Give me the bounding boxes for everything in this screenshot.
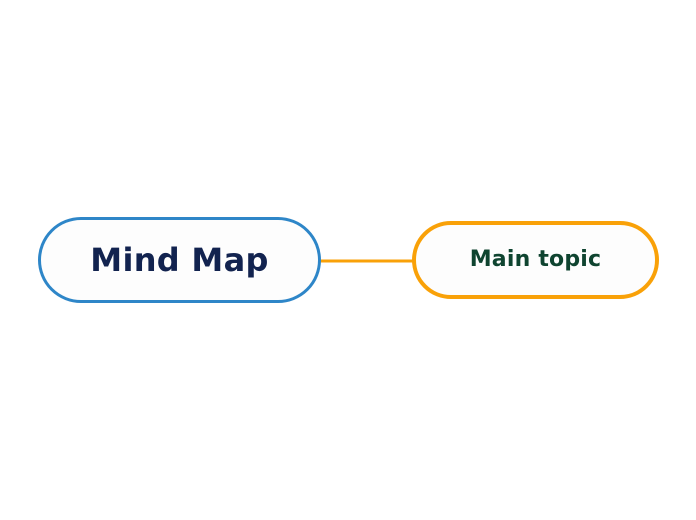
mind-map-node-root[interactable]: Mind Map	[38, 217, 321, 303]
node-root-label: Mind Map	[90, 241, 269, 279]
node-main-topic-label: Main topic	[469, 247, 602, 272]
mind-map-node-main-topic[interactable]: Main topic	[412, 221, 659, 299]
